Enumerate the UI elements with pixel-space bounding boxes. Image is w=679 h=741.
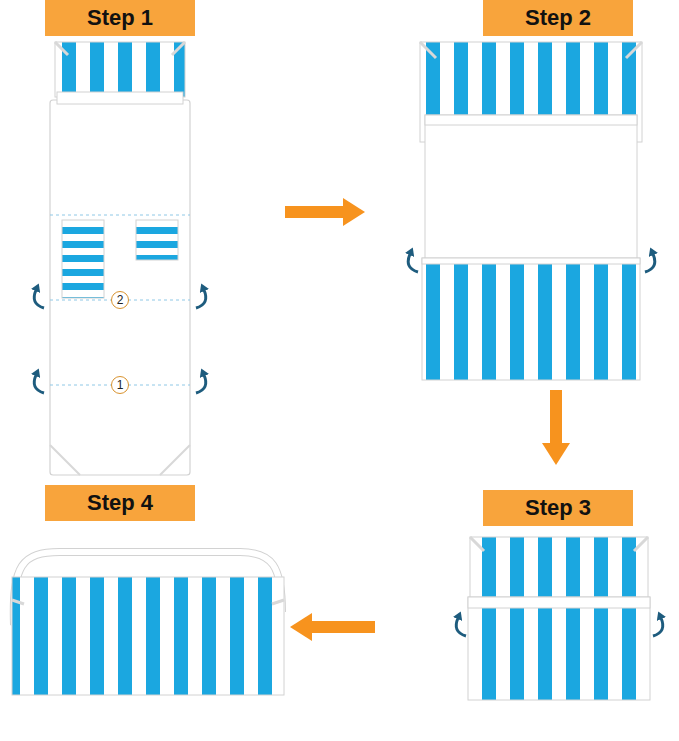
step-header: Step 2 (483, 0, 633, 36)
pillow-flap (425, 115, 637, 125)
fold-edge (468, 597, 650, 608)
callout-circle: 2 (111, 291, 129, 309)
fold-arrow (408, 254, 418, 272)
folded-part (468, 597, 650, 700)
step3-towel (456, 537, 663, 700)
step1-towel (34, 42, 206, 475)
folded-part (422, 258, 640, 380)
step-header: Step 3 (483, 490, 633, 526)
step4-towel (12, 552, 284, 695)
fold-arrow (34, 290, 44, 308)
step-panel: Step 4 (0, 478, 290, 705)
callout-number: 2 (117, 294, 124, 306)
fold-arrow (196, 375, 206, 393)
pillow (55, 42, 185, 97)
step-arrow (550, 390, 562, 443)
pillow-tab (420, 42, 642, 58)
fold-arrow (34, 375, 44, 393)
fold-line (50, 215, 190, 216)
pillow-tab (55, 42, 185, 55)
callout-circle: 1 (111, 376, 129, 394)
towel-body (50, 100, 190, 475)
corner-strap (50, 445, 190, 475)
fold-edge (422, 258, 640, 264)
folded-bundle (12, 577, 284, 695)
step2-towel (408, 42, 655, 380)
step-panel: Step 1 2 1 (30, 0, 285, 478)
pillow-flap (57, 92, 183, 104)
step-arrow (285, 206, 343, 218)
fold-arrow (645, 254, 655, 272)
fold-arrow (653, 618, 663, 636)
fold-arrow (196, 290, 206, 308)
towel-body (425, 115, 637, 260)
callout-number: 1 (117, 379, 124, 391)
fold-arrow (456, 618, 466, 636)
pocket (136, 220, 178, 260)
step-header: Step 4 (45, 485, 195, 521)
pocket (62, 220, 104, 298)
step-panel: Step 3 (375, 465, 665, 710)
strap-end (12, 600, 284, 604)
pillow-tab (470, 537, 648, 551)
step-header: Step 1 (45, 0, 195, 36)
step-panel: Step 2 (365, 0, 660, 390)
step-arrow (312, 621, 375, 633)
